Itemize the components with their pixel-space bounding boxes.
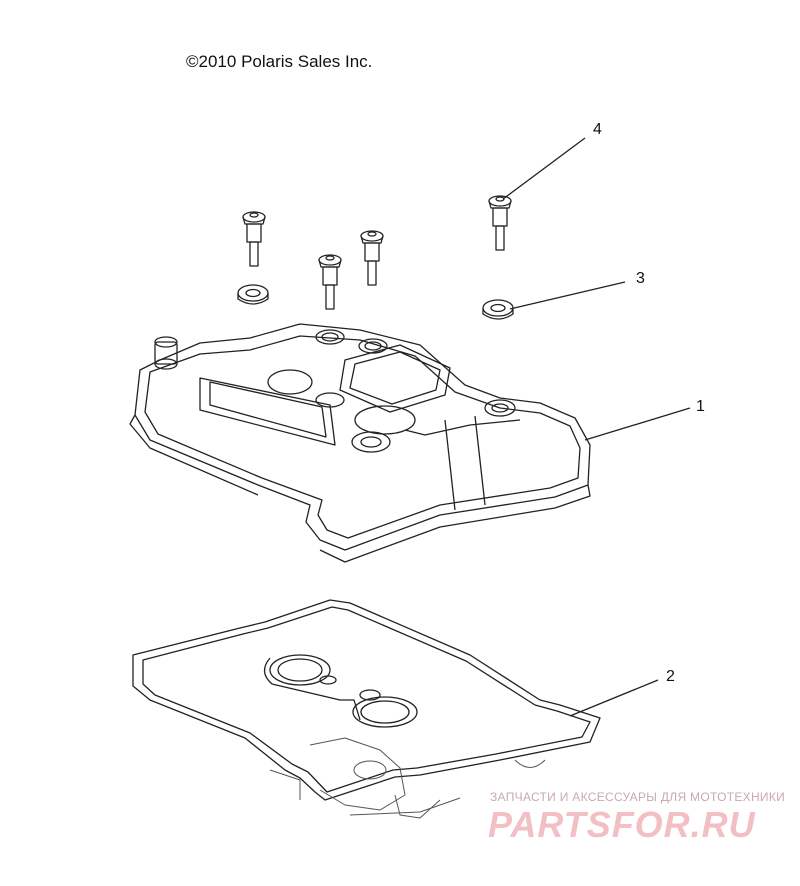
callout-2: 2: [666, 668, 675, 685]
bolt-1: [242, 211, 266, 267]
copyright-text: ©2010 Polaris Sales Inc.: [186, 52, 373, 71]
watermark-subtitle: ЗАПЧАСТИ И АКСЕССУАРЫ ДЛЯ МОТОТЕХНИКИ: [490, 790, 786, 804]
bolt-4: [488, 195, 512, 251]
leader-line-3: [509, 281, 626, 310]
callout-3: 3: [636, 270, 645, 287]
watermark-logo: PARTSFOR.RU: [488, 804, 756, 845]
bolt-2: [360, 230, 384, 286]
bolt-3: [318, 254, 342, 310]
callout-4: 4: [593, 121, 602, 138]
leader-line-1: [584, 407, 691, 441]
grommet-2: [482, 299, 514, 320]
grommet-1: [237, 284, 269, 305]
leader-line-2: [569, 679, 659, 717]
valve-cover-gasket: [132, 599, 601, 801]
callout-1: 1: [696, 398, 705, 415]
leader-line-4: [502, 137, 586, 200]
valve-cover: [129, 323, 591, 563]
cylinder-head: [269, 737, 546, 819]
